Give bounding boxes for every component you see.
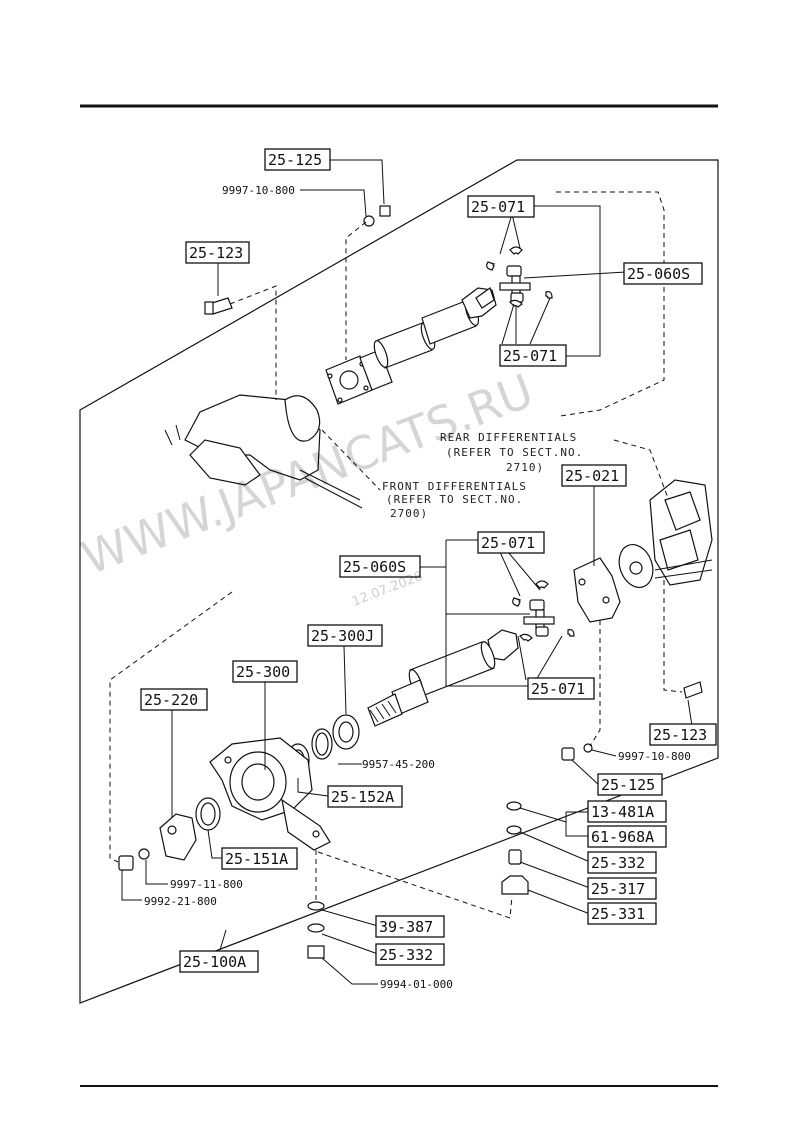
svg-text:25-151A: 25-151A bbox=[225, 850, 288, 868]
svg-text:25-123: 25-123 bbox=[653, 726, 707, 744]
label-13-481a: 13-481A bbox=[587, 800, 667, 823]
front-propeller-shaft bbox=[164, 287, 497, 509]
label-25-100a: 25-100A bbox=[179, 950, 259, 973]
label-25-123-top: 25-123 bbox=[185, 241, 250, 264]
label-25-060s-a: 25-060S bbox=[623, 262, 703, 285]
mount-hardware bbox=[307, 681, 703, 959]
label-25-071-b: 25-071 bbox=[499, 344, 567, 367]
svg-text:25-317: 25-317 bbox=[591, 880, 645, 898]
part-number-9957-45-200: 9957-45-200 bbox=[362, 758, 435, 771]
watermark-text: WWW.JAPANCATS.RU bbox=[75, 363, 541, 585]
svg-text:25-021: 25-021 bbox=[565, 467, 619, 485]
dashed-guides bbox=[109, 191, 683, 919]
part-number-9997-11-800: 9997-11-800 bbox=[170, 878, 243, 891]
label-25-152a: 25-152A bbox=[327, 785, 403, 808]
part-number-9997-10-800-bot: 9997-10-800 bbox=[618, 750, 691, 763]
svg-text:25-125: 25-125 bbox=[601, 776, 655, 794]
svg-text:25-123: 25-123 bbox=[189, 244, 243, 262]
svg-text:25-332: 25-332 bbox=[591, 854, 645, 872]
label-25-332-b: 25-332 bbox=[375, 943, 445, 966]
upper-universal-joint bbox=[486, 246, 553, 308]
svg-text:(REFER TO SECT.NO.: (REFER TO SECT.NO. bbox=[386, 493, 523, 506]
svg-text:25-060S: 25-060S bbox=[343, 558, 406, 576]
rear-differential-note: REAR DIFFERENTIALS (REFER TO SECT.NO. 27… bbox=[440, 431, 583, 474]
rear-propeller-shaft bbox=[367, 629, 519, 727]
svg-text:25-220: 25-220 bbox=[144, 691, 198, 709]
svg-text:61-968A: 61-968A bbox=[591, 828, 654, 846]
svg-text:25-331: 25-331 bbox=[591, 905, 645, 923]
label-25-125-bot: 25-125 bbox=[597, 773, 663, 796]
center-bearing-parts bbox=[118, 714, 360, 871]
svg-text:25-300: 25-300 bbox=[236, 663, 290, 681]
svg-text:25-071: 25-071 bbox=[471, 198, 525, 216]
svg-text:25-300J: 25-300J bbox=[311, 627, 374, 645]
label-25-021: 25-021 bbox=[561, 464, 627, 487]
label-25-317: 25-317 bbox=[587, 877, 657, 900]
svg-text:REAR DIFFERENTIALS: REAR DIFFERENTIALS bbox=[440, 431, 577, 444]
svg-text:25-332: 25-332 bbox=[379, 946, 433, 964]
lower-universal-joint bbox=[512, 580, 575, 642]
svg-text:25-060S: 25-060S bbox=[627, 265, 690, 283]
label-39-387: 39-387 bbox=[375, 915, 445, 938]
front-differential-note: FRONT DIFFERENTIALS (REFER TO SECT.NO. 2… bbox=[382, 480, 527, 520]
part-number-9992-21-800: 9992-21-800 bbox=[144, 895, 217, 908]
svg-text:2710): 2710) bbox=[506, 461, 544, 474]
upper-fasteners bbox=[204, 205, 391, 315]
rear-differential bbox=[618, 479, 713, 588]
label-25-332-a: 25-332 bbox=[587, 851, 657, 874]
svg-text:39-387: 39-387 bbox=[379, 918, 433, 936]
label-25-071-c: 25-071 bbox=[477, 531, 545, 554]
label-25-071-a: 25-071 bbox=[467, 195, 535, 218]
flange-yoke bbox=[573, 557, 621, 623]
label-25-123-bot: 25-123 bbox=[649, 723, 717, 746]
svg-text:25-100A: 25-100A bbox=[183, 953, 246, 971]
label-25-151a: 25-151A bbox=[221, 847, 298, 870]
svg-text:(REFER TO SECT.NO.: (REFER TO SECT.NO. bbox=[446, 446, 583, 459]
leader-lines bbox=[121, 159, 693, 985]
label-25-300: 25-300 bbox=[232, 660, 298, 683]
svg-text:25-071: 25-071 bbox=[503, 347, 557, 365]
label-25-071-d: 25-071 bbox=[527, 677, 595, 700]
svg-text:2700): 2700) bbox=[390, 507, 428, 520]
assembly-outline bbox=[79, 159, 719, 1004]
svg-text:25-152A: 25-152A bbox=[331, 788, 394, 806]
label-25-331: 25-331 bbox=[587, 902, 657, 925]
label-25-220: 25-220 bbox=[140, 688, 208, 711]
part-number-9997-10-800-top: 9997-10-800 bbox=[222, 184, 295, 197]
svg-text:25-071: 25-071 bbox=[481, 534, 535, 552]
part-number-9994-01-000: 9994-01-000 bbox=[380, 978, 453, 991]
svg-text:25-071: 25-071 bbox=[531, 680, 585, 698]
label-25-300j: 25-300J bbox=[307, 624, 383, 647]
label-25-125-top: 25-125 bbox=[264, 148, 331, 171]
svg-text:13-481A: 13-481A bbox=[591, 803, 654, 821]
svg-text:25-125: 25-125 bbox=[268, 151, 322, 169]
label-61-968a: 61-968A bbox=[587, 825, 667, 848]
svg-text:FRONT DIFFERENTIALS: FRONT DIFFERENTIALS bbox=[382, 480, 527, 493]
label-25-060s-b: 25-060S bbox=[339, 555, 421, 578]
